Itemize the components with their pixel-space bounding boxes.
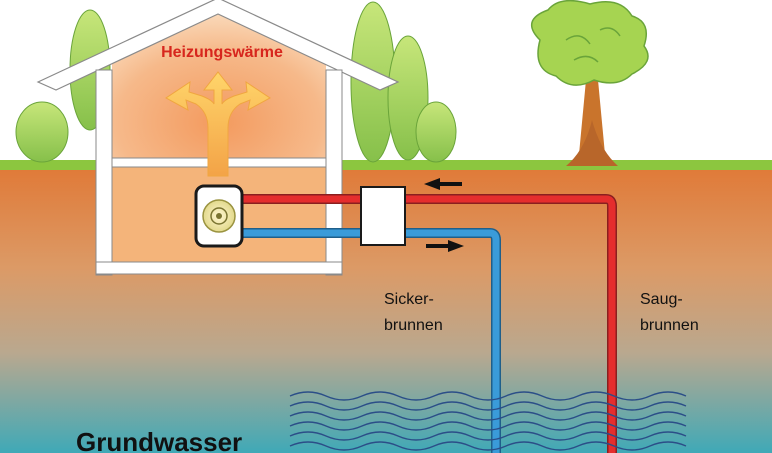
groundwater-waves (289, 391, 687, 451)
house (36, 0, 400, 276)
heat-label: Heizungswärme (161, 44, 283, 61)
cold-pipe (240, 228, 501, 453)
warm-pipe (240, 194, 617, 453)
heat-pump-icon (194, 184, 244, 248)
arrow-left-icon (424, 178, 462, 190)
arrow-right-icon (426, 240, 464, 252)
sicker-label-line1: Sicker- (384, 291, 434, 308)
heat-exchanger (360, 186, 406, 246)
three-way-arrow-icon (165, 71, 271, 177)
grass (0, 160, 772, 170)
tree-icon (531, 0, 649, 166)
sicker-label-line2: brunnen (384, 317, 443, 334)
groundwater-label: Grundwasser (76, 427, 242, 453)
saug-label-line1: Saug- (640, 291, 683, 308)
saug-label-line2: brunnen (640, 317, 699, 334)
